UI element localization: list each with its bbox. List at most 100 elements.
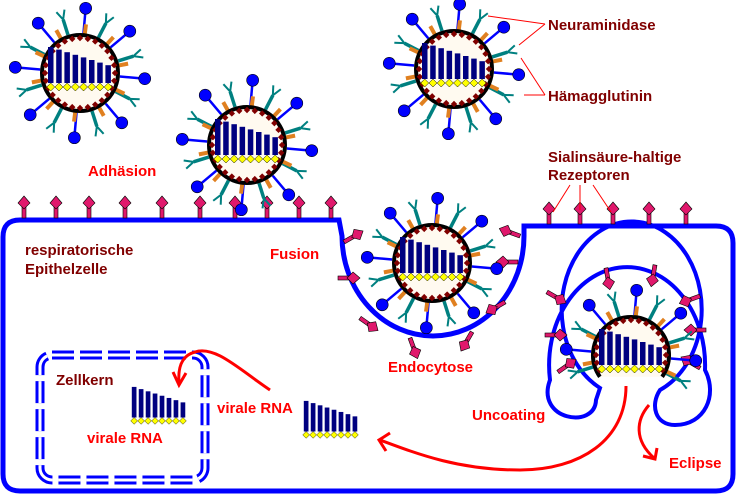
m2-channel: [471, 102, 480, 113]
rna-segment: [615, 334, 621, 365]
matrix-protein: [478, 87, 485, 95]
sialic-acid-receptor: [678, 293, 702, 308]
receptor-head: [49, 195, 63, 210]
neuraminidase-stalk: [372, 256, 393, 261]
neuraminidase-head: [431, 191, 444, 205]
m2-channel: [114, 87, 126, 96]
m2-channel: [386, 240, 398, 249]
sialic-acid-receptor: [342, 228, 364, 245]
label-hemagglutinin: Hämagglutinin: [548, 88, 652, 105]
matrix-protein: [110, 77, 118, 84]
sialic-acid-receptor: [544, 328, 568, 342]
matrix-protein: [443, 228, 451, 235]
receptor-head: [606, 201, 620, 216]
matrix-protein: [271, 119, 278, 127]
neuraminidase-head: [290, 96, 304, 110]
hemagglutinin-branch: [45, 121, 55, 130]
m2-channel: [479, 31, 489, 42]
matrix-protein: [627, 316, 635, 324]
label-neuraminidase: Neuraminidase: [548, 17, 656, 34]
neuraminidase-head: [68, 131, 81, 145]
m2-channel: [45, 100, 55, 111]
nucleoprotein: [428, 78, 438, 88]
matrix-protein: [465, 34, 473, 41]
matrix-protein: [91, 101, 99, 108]
matrix-protein: [413, 228, 421, 235]
hemagglutinin-branch: [506, 44, 516, 53]
leader-line: [552, 184, 571, 213]
label-receptors-line2: Rezeptoren: [548, 167, 630, 184]
nucleoprotein: [158, 417, 166, 425]
neuraminidase-head: [175, 133, 189, 146]
matrix-protein: [436, 225, 443, 233]
m2-channel: [54, 29, 63, 40]
hemagglutinin-stalk: [400, 79, 417, 88]
rna-segment: [231, 124, 237, 155]
neuraminidase-head: [489, 112, 503, 126]
hemagglutinin-stalk: [117, 54, 134, 63]
matrix-protein: [593, 359, 601, 366]
m2-channel: [201, 122, 213, 131]
sialic-acid-receptor: [542, 201, 556, 225]
nucleoprotein: [453, 78, 462, 88]
leader-line: [518, 23, 546, 46]
rna-segment: [80, 57, 87, 83]
rna-segment: [479, 61, 485, 79]
matrix-protein: [243, 106, 251, 114]
label-cell-line1: respiratorische: [25, 242, 133, 259]
sialic-acid-receptor: [49, 195, 63, 219]
hemagglutinin-stalk: [228, 91, 237, 108]
sialic-acid-receptor: [683, 323, 707, 337]
matrix-protein: [592, 351, 600, 359]
label-endocytosis: Endocytose: [388, 359, 473, 376]
nucleoprotein: [613, 364, 623, 374]
rna-segment: [317, 405, 323, 432]
nucleoprotein: [179, 417, 187, 425]
rna-segment: [631, 339, 638, 365]
m2-channel: [117, 61, 129, 68]
nucleoprotein: [270, 154, 280, 164]
matrix-protein: [401, 281, 408, 289]
rna-segment: [623, 336, 630, 365]
hemagglutinin-stalk: [448, 212, 460, 229]
leader-lines: [487, 15, 612, 213]
receptor-head: [553, 328, 568, 342]
matrix-protein: [659, 336, 666, 344]
rna-segment: [422, 43, 428, 79]
rna-segment: [272, 137, 278, 155]
matrix-protein: [472, 93, 480, 100]
neuraminidase-head: [475, 214, 489, 228]
matrix-protein: [462, 252, 470, 259]
matrix-protein: [209, 134, 217, 141]
m2-channel: [446, 107, 452, 118]
matrix-protein: [236, 107, 243, 115]
rna-segment: [438, 48, 444, 79]
neuraminidase-head: [559, 343, 573, 356]
neuraminidase-head: [582, 298, 596, 312]
matrix-protein: [484, 73, 492, 80]
matrix-protein: [251, 175, 258, 183]
leader-line: [487, 15, 546, 25]
m2-channel: [491, 57, 503, 64]
matrix-protein: [208, 141, 216, 149]
matrix-protein: [435, 34, 443, 41]
m2-channel: [221, 101, 230, 112]
matrix-protein: [605, 324, 613, 331]
m2-channel: [449, 296, 458, 307]
leader-line: [520, 57, 546, 96]
neuraminidase-head: [689, 354, 703, 367]
rna-segment: [441, 250, 447, 273]
neuraminidase-stalk: [286, 147, 307, 152]
hemagglutinin-stalk: [577, 365, 594, 374]
matrix-protein: [463, 259, 471, 267]
hemagglutinin-branch: [261, 198, 265, 209]
nucleoprotein: [630, 364, 639, 374]
hemagglutinin-branch: [370, 279, 380, 288]
matrix-protein: [69, 35, 76, 43]
sialic-acid-receptor: [155, 195, 169, 219]
sialic-acid-receptor: [193, 195, 207, 219]
matrix-protein: [428, 93, 436, 100]
neuraminidase-head: [512, 68, 526, 81]
viral-rna-segments: [597, 329, 664, 374]
hemagglutinin-stalk: [426, 103, 438, 120]
